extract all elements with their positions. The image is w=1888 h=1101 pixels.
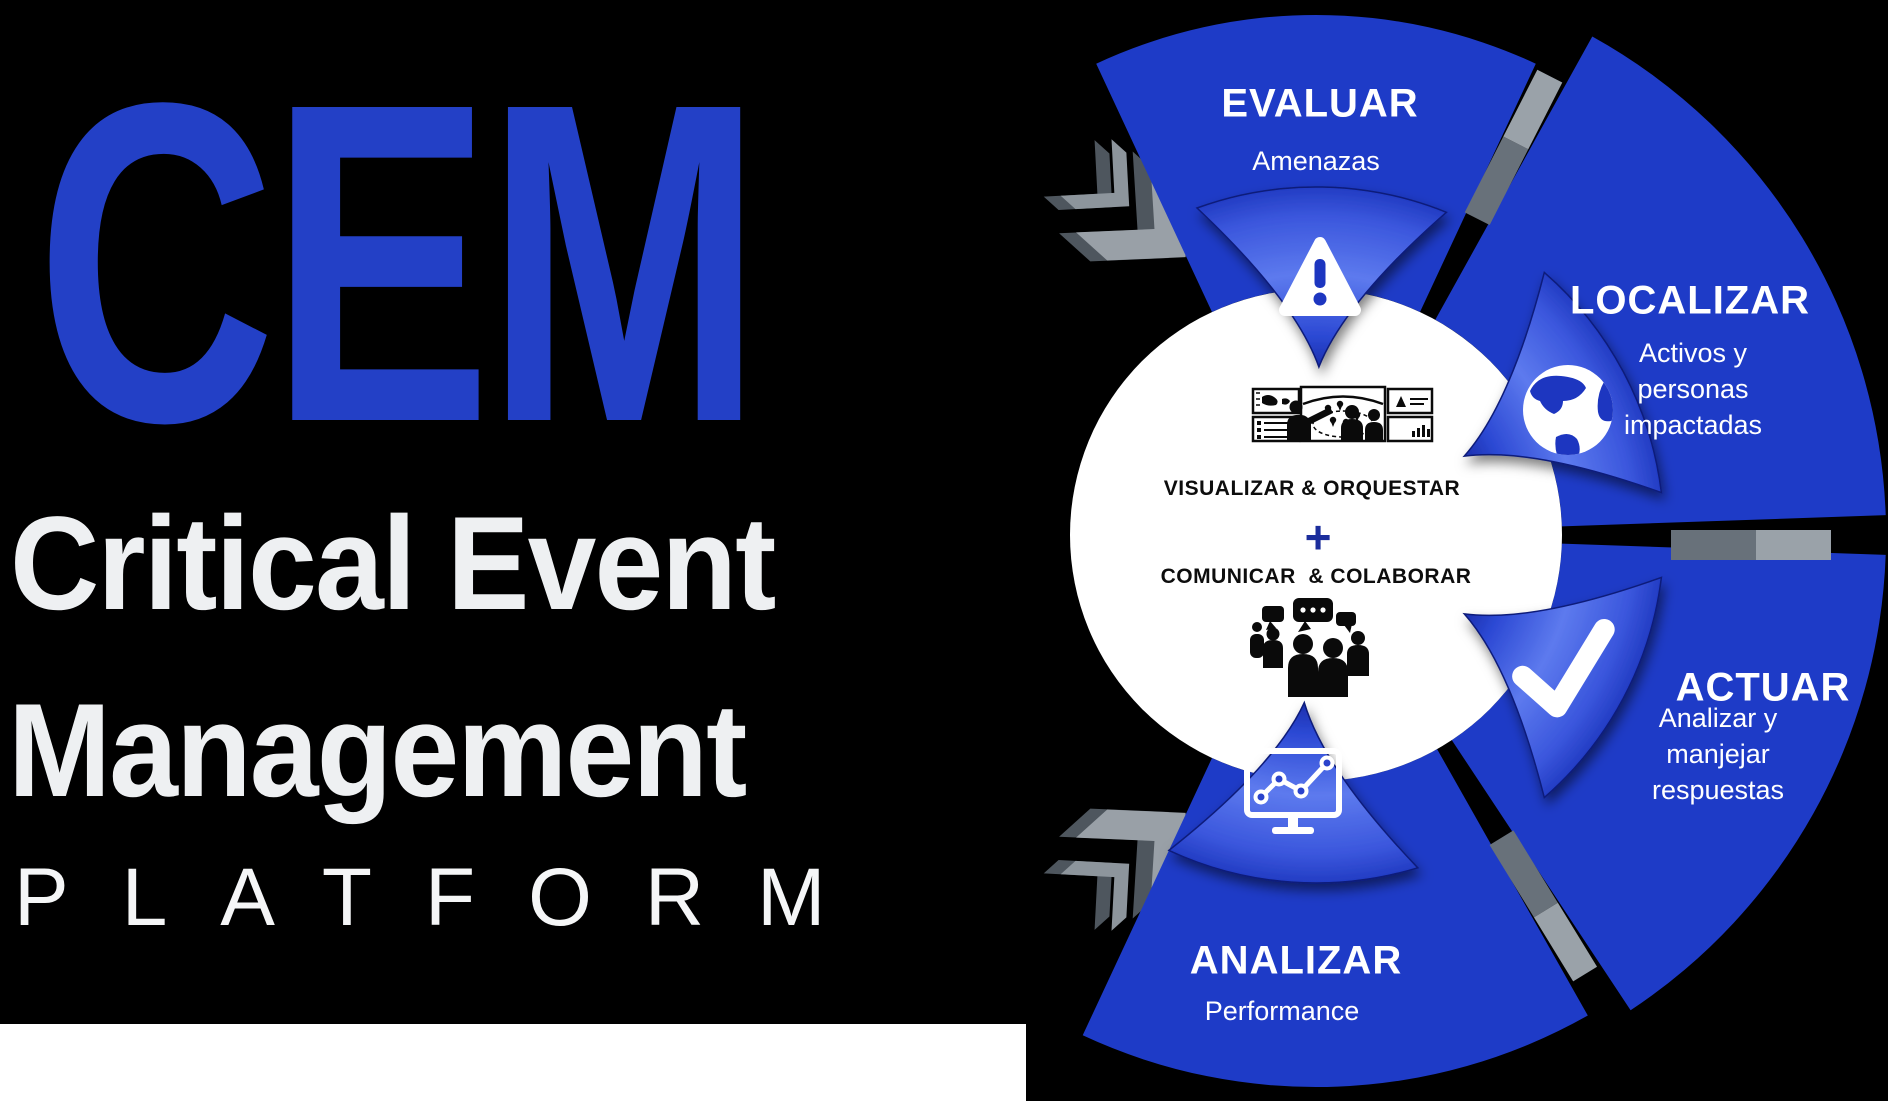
hub-plus-sign: +: [1304, 511, 1332, 563]
brand-acronym: CEM: [36, 9, 762, 517]
brand-line-platform: PLATFORM: [14, 852, 879, 943]
control-room-icon: [1251, 385, 1434, 443]
segment-title-localizar: LOCALIZAR: [1569, 278, 1811, 323]
globe-icon: [1523, 365, 1613, 455]
segment-title-actuar: ACTUAR: [1675, 665, 1851, 710]
segment-title-evaluar: EVALUAR: [1221, 81, 1419, 126]
segment-subtitle-actuar: Analizar y manjejar respuestas: [1651, 703, 1785, 805]
segment-subtitle-analizar: Performance: [1204, 996, 1360, 1026]
hub-line-comunicar-colaborar: COMUNICAR & COLABORAR: [1160, 565, 1472, 588]
checkmark-icon: [1512, 618, 1615, 718]
warning-triangle-icon: [1279, 237, 1361, 316]
segment-subtitle-localizar: Activos y personas impactadas: [1623, 338, 1763, 440]
monitor-chart-icon: [1244, 748, 1342, 834]
brand-line-critical-event: Critical Event: [10, 490, 776, 638]
brand-line-management: Management: [8, 677, 747, 825]
divider-gray-pieces: [1464, 69, 1831, 982]
bottom-white-band: [0, 1024, 1026, 1101]
hub-circle: [1070, 289, 1562, 781]
segment-subtitle-evaluar: Amenazas: [1252, 146, 1380, 176]
segment-evaluar-arc: [1096, 14, 1536, 313]
communication-group-icon: [1250, 598, 1369, 697]
hub-line-visualizar-orquestar: VISUALIZAR & ORQUESTAR: [1163, 477, 1461, 500]
segment-title-analizar: ANALIZAR: [1189, 938, 1403, 983]
